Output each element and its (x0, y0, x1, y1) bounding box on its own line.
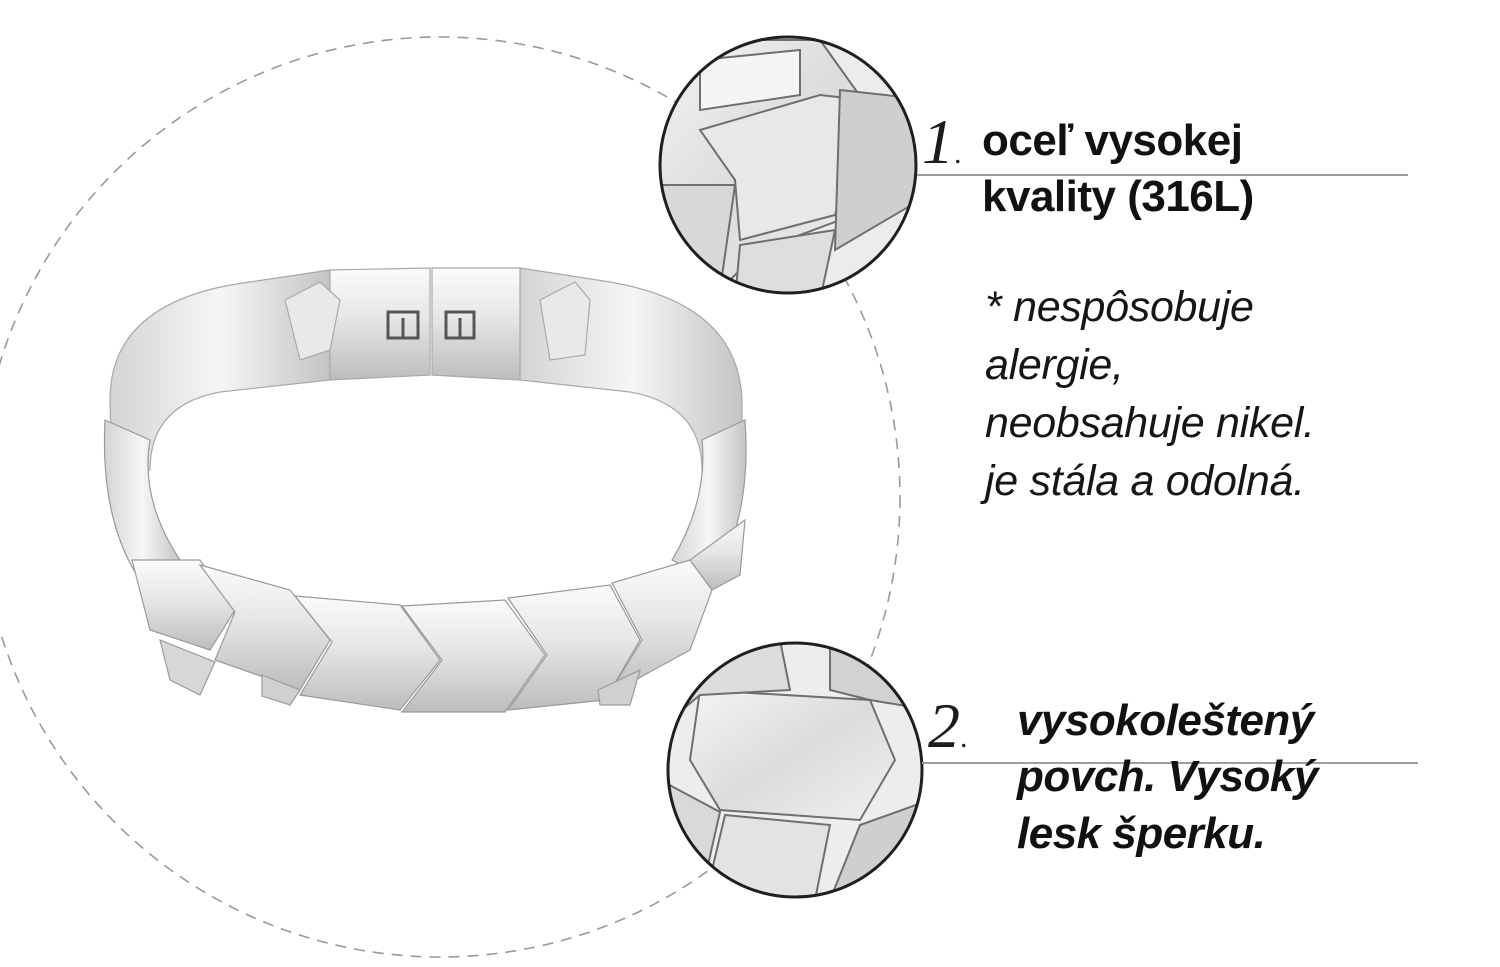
feature-heading-1: oceľ vysokej kvality (316L) (982, 116, 1254, 222)
bracelet-clasp (386, 310, 476, 340)
dashed-outline-circle (0, 36, 901, 958)
feature-number-1: 1. (922, 106, 961, 177)
zoom-detail-steel (658, 35, 918, 295)
bracelet-front-links (103, 419, 747, 713)
feature-note-1: * nespôsobuje alergie, neobsahuje nikel.… (985, 283, 1315, 506)
feature-heading-2: vysokoleštený povch. Vysoký lesk šperku. (1017, 696, 1318, 858)
feature-number-2: 2. (928, 690, 967, 761)
zoom-detail-polish (666, 641, 924, 899)
bracelet-back-links (109, 267, 743, 481)
